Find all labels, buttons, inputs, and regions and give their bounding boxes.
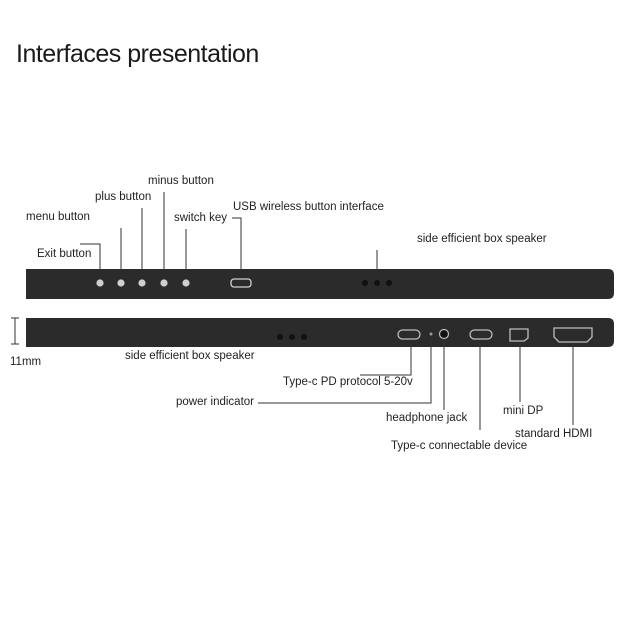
exit-button-icon — [96, 279, 104, 287]
speaker-hole-icon — [374, 280, 380, 286]
page-title: Interfaces presentation — [16, 40, 259, 68]
standard-hdmi-label: standard HDMI — [515, 428, 593, 440]
speaker-hole-icon — [301, 334, 307, 340]
thickness-label: 11mm — [10, 356, 42, 368]
plus-button-icon — [138, 279, 146, 287]
minus-button-label: minus button — [148, 175, 214, 187]
usb-port-icon — [230, 278, 252, 288]
exit-button-label: Exit button — [37, 248, 92, 260]
typec-pd-label: Type-c PD protocol 5-20v — [283, 376, 413, 388]
device-bottom-side — [26, 318, 614, 347]
typec-pd-port-icon — [397, 329, 421, 340]
power-indicator-icon — [429, 332, 433, 336]
typec-device-port-icon — [469, 329, 493, 340]
typec-device-label: Type-c connectable device — [391, 440, 528, 452]
headphone-jack-label: headphone jack — [386, 412, 468, 424]
mini-dp-label: mini DP — [503, 405, 544, 417]
power-indicator-label: power indicator — [176, 396, 254, 408]
switch-key-icon — [182, 279, 190, 287]
menu-button-label: menu button — [26, 211, 90, 223]
device-top-side — [26, 269, 614, 299]
switch-key-label: switch key — [174, 212, 228, 224]
speaker-hole-icon — [362, 280, 368, 286]
leader-lines — [80, 192, 574, 430]
usb-wireless-label: USB wireless button interface — [233, 201, 384, 213]
thickness-bracket — [11, 317, 19, 345]
menu-button-icon — [117, 279, 125, 287]
side-speaker-bottom-label: side efficient box speaker — [125, 350, 255, 362]
speaker-hole-icon — [386, 280, 392, 286]
plus-button-label: plus button — [95, 191, 152, 203]
speaker-hole-icon — [289, 334, 295, 340]
speaker-hole-icon — [277, 334, 283, 340]
side-speaker-top-label: side efficient box speaker — [417, 233, 547, 245]
mini-dp-port-icon — [509, 328, 529, 342]
hdmi-port-icon — [553, 327, 593, 343]
minus-button-icon — [160, 279, 168, 287]
headphone-jack-icon — [438, 328, 450, 340]
